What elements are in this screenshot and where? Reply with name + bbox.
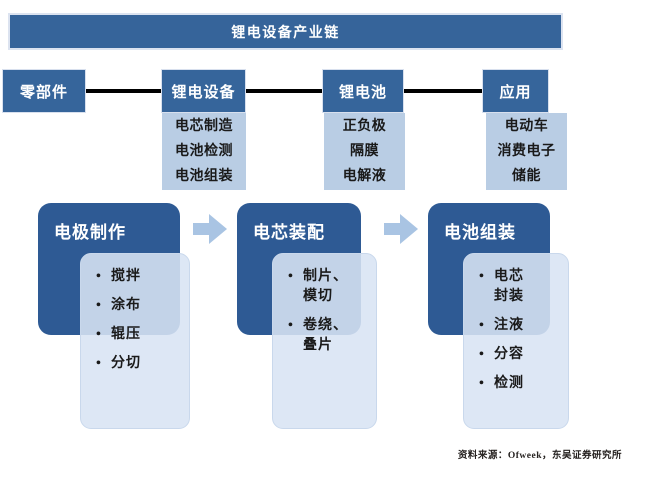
battery-sub-list: 正负极 隔膜 电解液 [324,113,405,190]
sub-list-item: 电池组装 [175,169,233,184]
arrow-head [209,214,227,244]
process-step-pack-assembly-list: • 电芯 封装 • 注液 • 分容 • 检测 [463,253,569,429]
list-item: • 搅拌 [96,267,183,287]
arrow-stem [193,223,210,235]
bullet-icon: • [479,376,484,391]
bullet-icon: • [479,347,484,362]
list-item-text: 制片、 模切 [303,269,348,304]
source-note: 资料来源：Ofweek，东吴证券研究所 [457,451,622,461]
chain-node-label: 零部件 [19,84,68,101]
sub-list-item: 消费电子 [497,144,556,159]
sub-list-item: 电芯制造 [175,119,233,134]
chain-node-label: 应用 [499,84,532,101]
process-step-cell-assembly-list: • 制片、 模切 • 卷绕、 叠片 [272,253,377,429]
right-arrow-icon [384,214,418,244]
sub-list-item: 电池检测 [175,144,233,159]
bullet-icon: • [479,318,484,333]
bullet-icon: • [96,327,101,342]
list-item-text: 电芯 封装 [494,269,524,304]
process-step-title: 电池组装 [444,223,516,242]
arrow-stem [384,223,401,235]
list-item-text: 涂布 [111,298,141,313]
application-sub-list: 电动车 消费电子 储能 [486,113,567,190]
sub-list-item: 隔膜 [350,144,379,159]
sub-list-item: 正负极 [342,119,387,134]
list-item-text: 卷绕、 叠片 [303,318,348,353]
sub-list-item: 电动车 [504,119,549,134]
list-item: • 卷绕、 叠片 [288,316,370,356]
bullet-icon: • [288,269,293,284]
bullet-icon: • [96,298,101,313]
list-item: • 检测 [479,374,562,394]
list-item: • 电芯 封装 [479,267,562,307]
chain-node-label: 锂电池 [338,84,387,101]
banner: 锂电设备产业链 [8,13,563,50]
list-item-text: 分容 [494,347,524,362]
list-item-text: 辊压 [111,327,141,342]
list-item: • 涂布 [96,296,183,316]
equipment-sub-list: 电芯制造 电池检测 电池组装 [162,113,246,190]
process-step-electrode-list: • 搅拌 • 涂布 • 辊压 • 分切 [80,253,190,429]
chain-connector-line [44,89,516,93]
list-item: • 分切 [96,354,183,374]
chain-node-parts: 零部件 [2,69,86,113]
sub-list-item: 储能 [512,169,541,184]
process-step-title: 电芯装配 [253,223,325,242]
bullet-icon: • [479,269,484,284]
bullet-icon: • [96,356,101,371]
chain-node-equipment: 锂电设备 [161,69,246,113]
chain-node-application: 应用 [482,69,549,113]
process-step-title: 电极制作 [54,223,126,242]
sub-list-item: 电解液 [342,169,387,184]
list-item-text: 注液 [494,318,524,333]
arrow-head [400,214,418,244]
list-item: • 制片、 模切 [288,267,370,307]
list-item-text: 检测 [494,376,524,391]
list-item-text: 搅拌 [111,269,141,284]
chain-node-battery: 锂电池 [322,69,404,113]
bullet-icon: • [288,318,293,333]
bullet-icon: • [96,269,101,284]
list-item: • 辊压 [96,325,183,345]
chain-node-label: 锂电设备 [171,84,236,101]
list-item: • 分容 [479,345,562,365]
list-item: • 注液 [479,316,562,336]
right-arrow-icon [193,214,227,244]
list-item-text: 分切 [111,356,141,371]
banner-title: 锂电设备产业链 [231,25,340,41]
